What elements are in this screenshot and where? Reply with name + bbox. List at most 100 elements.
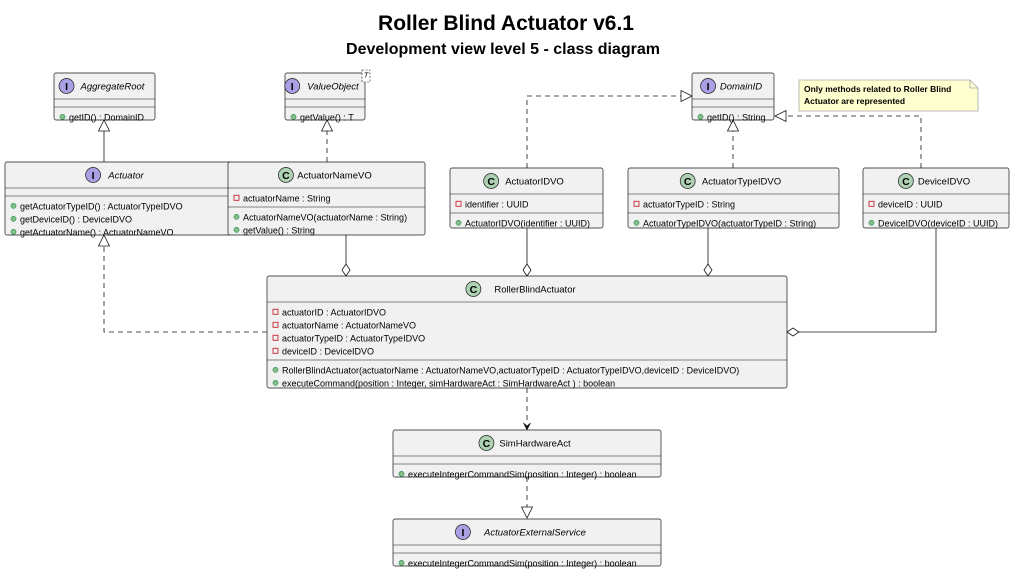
actuator-name-vo-name: ActuatorNameVO — [297, 171, 371, 182]
value-object-type-param: T — [364, 71, 370, 80]
public-method-icon — [697, 113, 704, 120]
type-id-vo-implements-domain-id-edge — [726, 119, 740, 168]
value-object-badge-letter: I — [291, 81, 294, 93]
device-id-vo-implements-domain-id-line — [786, 115, 922, 168]
public-method-icon — [233, 226, 240, 233]
actuator-id-vo-implements-domain-id-edge — [526, 89, 693, 168]
aggregate-root-badge-letter: I — [65, 81, 68, 93]
actuator-type-id-vo-badge-letter: C — [684, 176, 692, 188]
actuator-external-service-badge-letter: I — [461, 527, 464, 539]
private-field-icon — [868, 200, 875, 207]
roller-blind-actuator-field: actuatorTypeID : ActuatorTypeIDVO — [282, 334, 425, 344]
private-field-icon — [272, 334, 279, 341]
inheritance-arrowhead-icon — [774, 109, 787, 123]
private-field-icon — [233, 194, 240, 201]
inheritance-arrowhead-icon — [97, 234, 111, 247]
actuator-method: getActuatorTypeID() : ActuatorTypeIDVO — [20, 202, 183, 212]
public-method-icon — [455, 219, 462, 226]
dependency-arrowhead-icon — [523, 422, 531, 431]
domain-id-badge-letter: I — [707, 81, 710, 93]
aggregation-diamond-icon — [341, 263, 351, 277]
actuator-method: getActuatorName() : ActuatorNameVO — [20, 228, 174, 238]
actuator-id-vo-name: ActuatorIDVO — [505, 177, 564, 188]
actuator-name: Actuator — [107, 171, 144, 182]
device-id-vo-class-badge-icon — [898, 173, 914, 189]
public-method-icon — [233, 213, 240, 220]
actuator-name-vo-frame — [227, 161, 426, 236]
sim-hardware-act-class-badge-icon — [478, 435, 495, 451]
note-line: Actuator are represented — [804, 96, 905, 106]
actuator-id-vo-field: identifier : UUID — [465, 200, 529, 210]
public-method-icon — [10, 215, 17, 222]
roller-blind-actuator-class-badge-icon — [465, 281, 482, 297]
public-method-icon — [10, 228, 17, 235]
roller-blind-has-device-id-vo-edge — [786, 228, 937, 337]
domain-id-method: getID() : String — [707, 113, 766, 123]
private-field-icon — [633, 200, 640, 207]
inheritance-arrowhead-icon — [320, 119, 334, 132]
aggregate-root-frame — [53, 72, 156, 121]
actuator-badge-letter: I — [92, 170, 95, 182]
aggregate-root-method: getID() : DomainID — [69, 113, 145, 123]
inheritance-arrowhead-icon — [726, 119, 740, 132]
public-method-icon — [398, 559, 405, 566]
private-field-icon — [272, 347, 279, 354]
actuator-name-vo-badge-letter: C — [282, 170, 290, 182]
inheritance-arrowhead-icon — [520, 506, 534, 519]
private-field-icon — [272, 308, 279, 315]
note-paper — [798, 79, 979, 112]
actuator-name-vo-method: ActuatorNameVO(actuatorName : String) — [243, 213, 407, 223]
device-id-vo-implements-domain-id-edge — [774, 109, 922, 168]
sim-hardware-act-badge-letter: C — [483, 438, 491, 450]
domain-id-interface-badge-icon — [700, 78, 716, 94]
actuator-type-id-vo-class-badge-icon — [679, 173, 696, 189]
aggregation-diamond-icon — [703, 263, 713, 277]
inheritance-arrowhead-icon — [680, 89, 693, 103]
sim-hardware-act-box[interactable]: C SimHardwareAct executeIntegerCommandSim(… — [392, 429, 662, 480]
device-id-vo-badge-letter: C — [902, 176, 910, 188]
roller-blind-has-type-id-vo-edge — [703, 228, 713, 277]
value-object-type-param-box — [361, 69, 371, 83]
actuator-id-vo-badge-letter: C — [487, 176, 495, 188]
public-method-icon — [10, 202, 17, 209]
actuator-box[interactable]: I Actuator getActuatorTypeID() : ActuatorT… — [4, 161, 232, 238]
value-object-name: ValueObject — [307, 82, 359, 93]
diagram-subtitle: Development view level 5 - class diagram — [346, 41, 660, 58]
roller-blind-actuator-name: RollerBlindActuator — [494, 285, 575, 296]
sim-hardware-act-frame — [392, 429, 662, 478]
actuator-id-vo-class-badge-icon — [483, 173, 499, 189]
public-method-icon — [290, 113, 297, 120]
actuator-external-service-interface-badge-icon — [455, 524, 471, 540]
sim-hardware-act-method: executeIntegerCommandSim(position : Inte… — [408, 470, 637, 480]
actuator-external-service-method: executeIntegerCommandSim(position : Inte… — [408, 559, 637, 569]
sim-hardware-act-name: SimHardwareAct — [499, 439, 571, 450]
aggregation-diamond-icon — [522, 263, 532, 277]
note-fold-icon — [969, 80, 978, 89]
public-method-icon — [272, 366, 279, 373]
public-method-icon — [633, 219, 640, 226]
relations-layer — [97, 89, 937, 519]
roller-blind-has-name-vo-edge — [341, 235, 351, 277]
actuator-interface-badge-icon — [85, 167, 101, 183]
device-id-vo-method: DeviceIDVO(deviceID : UUID) — [878, 219, 998, 229]
roller-blind-implements-actuator-edge — [97, 234, 267, 333]
actuator-method: getDeviceID() : DeviceIDVO — [20, 215, 132, 225]
public-method-icon — [59, 113, 66, 120]
domain-id-box[interactable]: I DomainID getID() : String — [691, 72, 775, 123]
public-method-icon — [868, 219, 875, 226]
actuator-type-id-vo-name: ActuatorTypeIDVO — [702, 177, 781, 188]
actuator-id-vo-implements-domain-id-line — [526, 95, 681, 168]
private-field-icon — [272, 321, 279, 328]
roller-blind-has-device-id-vo-line — [799, 228, 937, 333]
device-id-vo-name: DeviceIDVO — [918, 177, 970, 188]
domain-id-name: DomainID — [720, 82, 762, 93]
